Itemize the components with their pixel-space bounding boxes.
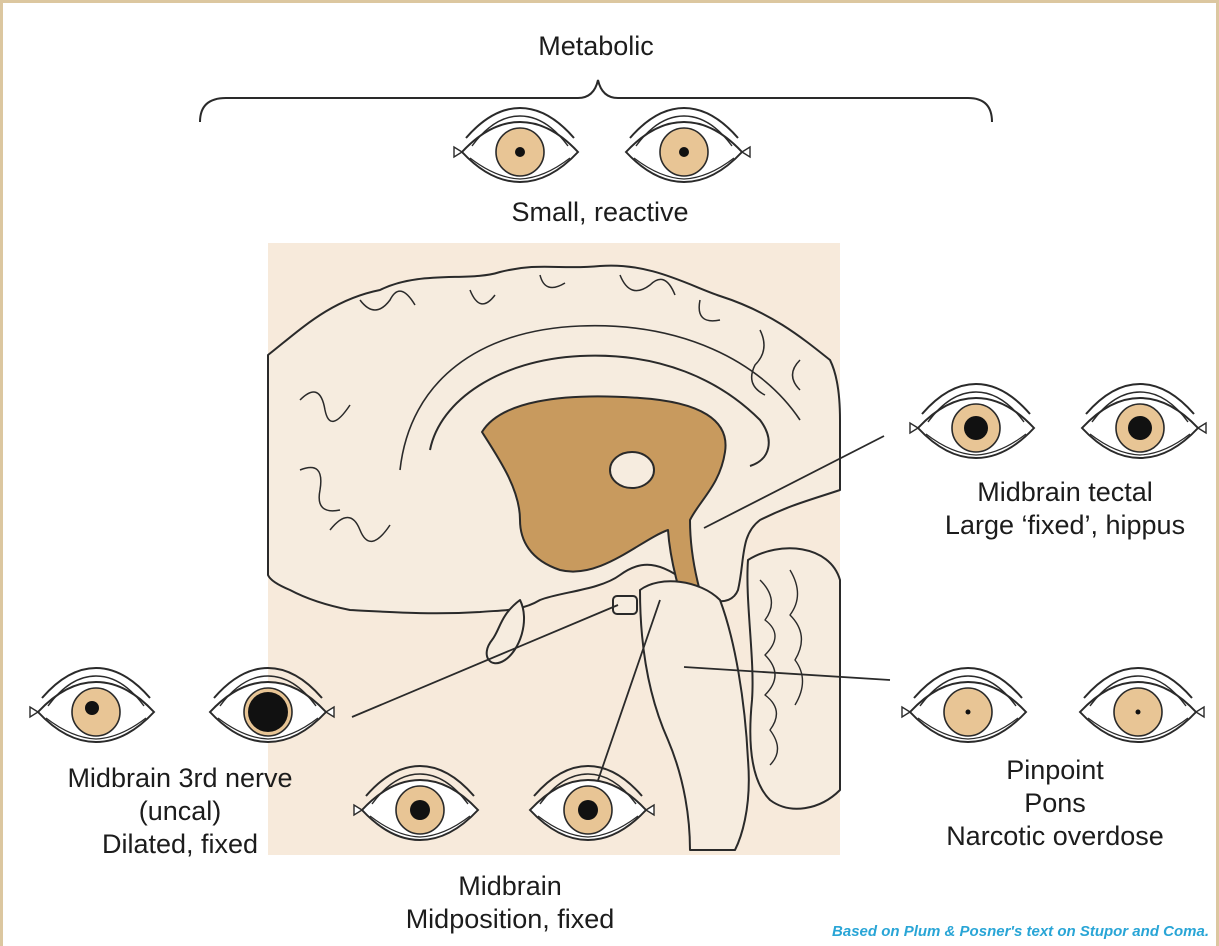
pupil-pinpoint-icon (1136, 710, 1141, 715)
eye-pons-right (1080, 668, 1204, 742)
pupil-large-icon (964, 416, 988, 440)
midbrain-label: Midbrain Midposition, fixed (360, 870, 660, 936)
pons-label-line1: Pinpoint (900, 754, 1210, 787)
eye-third-nerve-left (30, 668, 154, 742)
source-credit: Based on Plum & Posner's text on Stupor … (832, 923, 1209, 940)
small-reactive-label: Small, reactive (470, 196, 730, 229)
tectal-label-line2: Large ‘fixed’, hippus (920, 509, 1210, 542)
pupil-small-icon (679, 147, 689, 157)
pupil-dilated-icon (248, 692, 288, 732)
pons-label-line2: Pons (900, 787, 1210, 820)
pupil-midposition-icon (410, 800, 430, 820)
pupil-large-icon (1128, 416, 1152, 440)
pons-label: Pinpoint Pons Narcotic overdose (900, 754, 1210, 853)
third-nerve-label-line2: (uncal) (30, 795, 330, 828)
third-nerve-label: Midbrain 3rd nerve (uncal) Dilated, fixe… (30, 762, 330, 861)
metabolic-label: Metabolic (496, 30, 696, 63)
pupil-midposition-icon (578, 800, 598, 820)
metabolic-brace (200, 80, 992, 122)
midbrain-label-line2: Midposition, fixed (360, 903, 660, 936)
pupil-pinpoint-icon (966, 710, 971, 715)
third-nerve-label-line3: Dilated, fixed (30, 828, 330, 861)
pupil-small-icon (85, 701, 99, 715)
eye-metabolic-right (626, 108, 750, 182)
tectal-label: Midbrain tectal Large ‘fixed’, hippus (920, 476, 1210, 542)
midbrain-label-line1: Midbrain (360, 870, 660, 903)
tectal-label-line1: Midbrain tectal (920, 476, 1210, 509)
pupil-small-icon (515, 147, 525, 157)
pons-label-line3: Narcotic overdose (900, 820, 1210, 853)
eye-tectal-left (910, 384, 1034, 458)
eye-metabolic-left (454, 108, 578, 182)
eye-tectal-right (1082, 384, 1206, 458)
eye-pons-left (902, 668, 1026, 742)
third-nerve-label-line1: Midbrain 3rd nerve (30, 762, 330, 795)
